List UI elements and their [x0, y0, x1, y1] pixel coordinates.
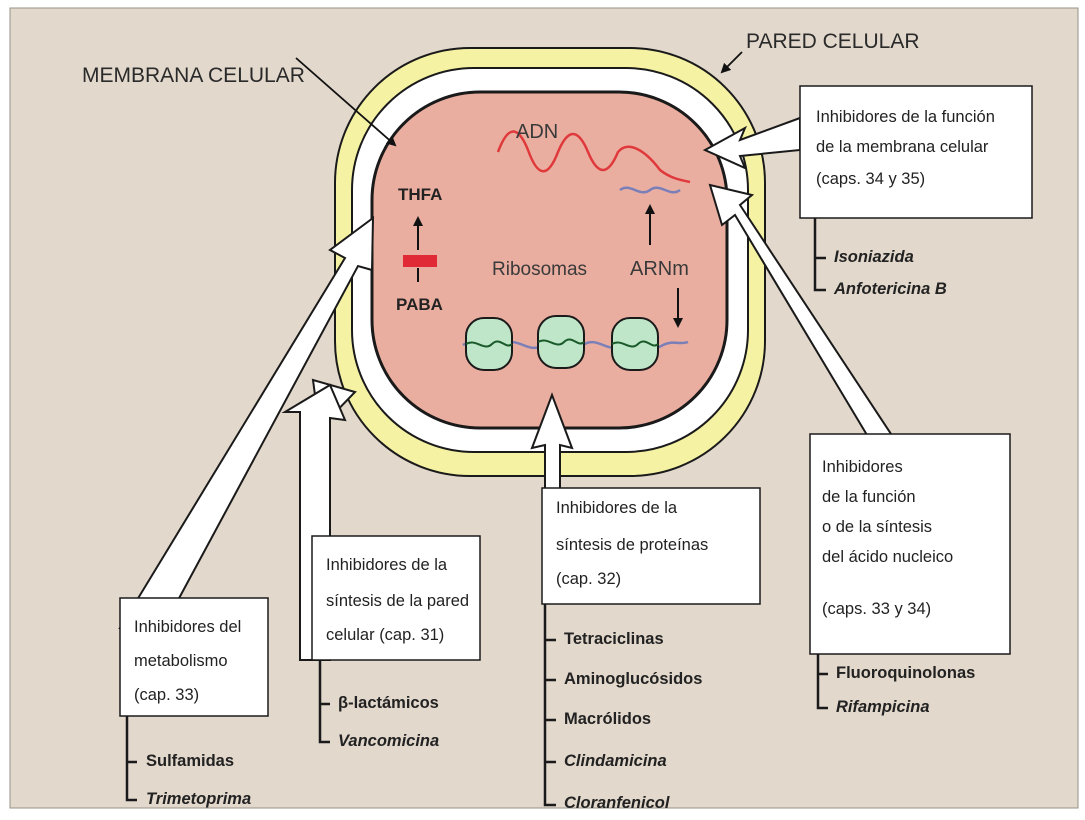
box-line: de la membrana celular — [816, 138, 989, 156]
drug-sulfamidas: Sulfamidas — [146, 752, 234, 770]
ribosome-2 — [538, 316, 584, 368]
drug-beta-lactamicos: β-lactámicos — [338, 694, 439, 712]
box-line: síntesis de proteínas — [556, 536, 708, 554]
label-arnm: ARNm — [630, 258, 689, 280]
drug-aminoglucosidos: Aminoglucósidos — [564, 670, 702, 688]
drug-anfotericina-b: Anfotericina B — [833, 280, 947, 298]
box-nucleic-acid: Inhibidores de la función o de la síntes… — [810, 434, 1010, 654]
box-line: celular (cap. 31) — [326, 626, 444, 644]
box-line: Inhibidores del — [134, 618, 241, 636]
label-ribosomas: Ribosomas — [492, 259, 587, 280]
label-pared-celular: PARED CELULAR — [746, 30, 920, 53]
box-line: (caps. 33 y 34) — [822, 600, 931, 618]
drug-fluoroquinolonas: Fluoroquinolonas — [836, 664, 975, 682]
box-line: Inhibidores de la — [326, 556, 448, 574]
box-line: del ácido nucleico — [822, 548, 953, 566]
label-adn: ADN — [516, 121, 558, 143]
box-line: de la función — [822, 488, 916, 506]
box-metabolism: Inhibidores del metabolismo (cap. 33) — [120, 598, 268, 716]
label-membrana-celular: MEMBRANA CELULAR — [82, 64, 305, 87]
box-line: Inhibidores de la — [556, 499, 678, 517]
drug-tetraciclinas: Tetraciclinas — [564, 630, 664, 648]
drug-isoniazida: Isoniazida — [834, 248, 914, 266]
box-line: metabolismo — [134, 652, 228, 670]
box-membrane-function: Inhibidores de la función de la membrana… — [800, 86, 1032, 218]
box-line: (cap. 32) — [556, 570, 621, 588]
block-bar-icon — [403, 255, 437, 267]
drug-cloranfenicol: Cloranfenicol — [564, 794, 670, 812]
drug-rifampicina: Rifampicina — [836, 698, 930, 716]
box-cell-wall: Inhibidores de la síntesis de la pared c… — [312, 536, 480, 660]
drug-clindamicina: Clindamicina — [564, 752, 667, 770]
label-paba: PABA — [396, 295, 443, 314]
box-protein-synthesis: Inhibidores de la síntesis de proteínas … — [542, 488, 760, 604]
box-line: (caps. 34 y 35) — [816, 170, 925, 188]
box-line: síntesis de la pared — [326, 592, 469, 610]
box-line: Inhibidores de la función — [816, 108, 995, 126]
drug-vancomicina: Vancomicina — [338, 732, 439, 750]
label-thfa: THFA — [398, 185, 442, 204]
drug-trimetoprima: Trimetoprima — [146, 790, 251, 808]
box-line: Inhibidores — [822, 458, 903, 476]
drug-macrolidos: Macrólidos — [564, 710, 651, 728]
ribosome-1 — [466, 318, 512, 370]
box-line: (cap. 33) — [134, 686, 199, 704]
box-line: o de la síntesis — [822, 518, 932, 536]
ribosome-3 — [612, 318, 658, 370]
